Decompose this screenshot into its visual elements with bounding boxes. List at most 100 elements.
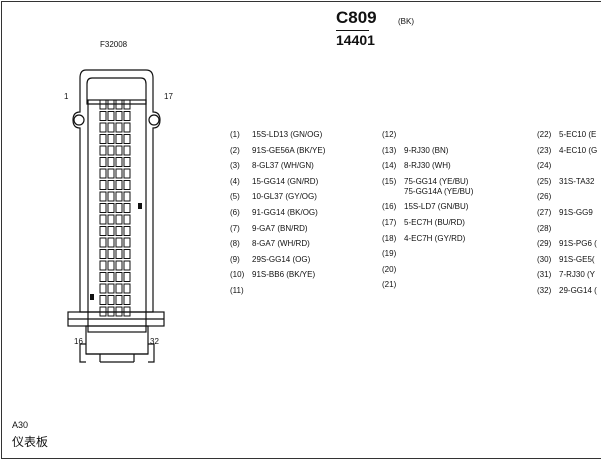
pin-cavity bbox=[123, 237, 131, 248]
pin-row: (23) 4-EC10 (G bbox=[537, 146, 597, 156]
pin-wire: 91S-PG6 ( bbox=[559, 239, 597, 249]
pin-row: (27)91S-GG9 bbox=[537, 208, 593, 218]
pin-number: (21) bbox=[382, 280, 397, 290]
pin-cavity bbox=[115, 191, 123, 202]
pin-row: (14) 8-RJ30 (WH) bbox=[382, 161, 451, 171]
pin-row: (5)10-GL37 (GY/OG) bbox=[230, 192, 317, 202]
pin-row: (31)7-RJ30 (Y bbox=[537, 270, 595, 280]
pin-number: (23) bbox=[537, 145, 552, 155]
pin-label-16: 16 bbox=[74, 337, 83, 346]
pin-cavity bbox=[99, 237, 107, 248]
pin-number: (2) bbox=[230, 145, 240, 155]
pin-number: (15) bbox=[382, 176, 397, 186]
pin-cavity bbox=[107, 191, 115, 202]
pin-cavity bbox=[115, 134, 123, 144]
pin-number: (10) bbox=[230, 270, 245, 280]
pin-cavity bbox=[115, 168, 123, 179]
pin-number: (12) bbox=[382, 130, 397, 139]
pin-cavity bbox=[99, 283, 107, 294]
pin-number: (14) bbox=[382, 161, 397, 171]
pin-number: (19) bbox=[382, 249, 397, 259]
pin-wire: 29-GG14 ( bbox=[559, 286, 597, 295]
pin-row: (20) bbox=[382, 265, 404, 275]
pin-cavity bbox=[115, 260, 123, 271]
pin-cavity bbox=[107, 249, 115, 259]
pin-label-17: 17 bbox=[164, 92, 173, 101]
pin-number: (1) bbox=[230, 130, 240, 139]
pin-row: (19) bbox=[382, 249, 404, 259]
pin-cavity bbox=[123, 191, 131, 202]
pin-key-right bbox=[138, 203, 142, 209]
pin-cavity bbox=[99, 191, 107, 202]
pin-cavity bbox=[115, 226, 123, 236]
pin-cavity bbox=[107, 180, 115, 190]
pin-number: (4) bbox=[230, 176, 240, 186]
pin-cavity bbox=[99, 145, 107, 156]
pin-cavity bbox=[115, 283, 123, 294]
pin-cavities bbox=[99, 99, 131, 317]
pin-cavity bbox=[107, 295, 115, 305]
pin-cavity bbox=[107, 283, 115, 294]
pin-wire: 7-RJ30 (Y bbox=[559, 270, 596, 280]
pin-row: (28) bbox=[537, 224, 559, 234]
pin-cavity bbox=[99, 180, 107, 190]
pin-cavity bbox=[115, 214, 123, 225]
pin-cavity bbox=[107, 99, 115, 110]
pin-cavity bbox=[107, 168, 115, 179]
pin-cavity bbox=[115, 306, 123, 317]
pin-row: (32) 29-GG14 ( bbox=[537, 286, 597, 296]
pin-wire: 75-GG14A (YE/BU) bbox=[404, 186, 474, 196]
pin-key-left bbox=[90, 294, 94, 300]
pin-row: (2)91S-GE56A (BK/YE) bbox=[230, 146, 325, 156]
pin-row: (15)75-GG14 (YE/BU)75-GG14A (YE/BU) bbox=[382, 177, 473, 197]
pin-wire: 91S-GE5( bbox=[559, 254, 595, 264]
pin-cavity bbox=[123, 134, 131, 144]
pin-cavity bbox=[123, 226, 131, 236]
pin-cavity bbox=[99, 134, 107, 144]
connector-title: C809 bbox=[336, 8, 377, 27]
pin-row: (13)9-RJ30 (BN) bbox=[382, 146, 448, 156]
pin-wire: 5-EC7H (BU/RD) bbox=[404, 218, 465, 227]
pin-row: (7)9-GA7 (BN/RD) bbox=[230, 224, 308, 234]
pin-row: (10)91S-BB6 (BK/YE) bbox=[230, 270, 315, 280]
pin-number: (28) bbox=[537, 223, 552, 233]
pin-number: (9) bbox=[230, 254, 240, 264]
pin-cavity bbox=[123, 295, 131, 305]
pin-cavity bbox=[115, 145, 123, 156]
pin-wire: 15S-LD7 (GN/BU) bbox=[404, 202, 469, 212]
pin-wire: 4-EC10 (G bbox=[559, 145, 598, 155]
pin-cavity bbox=[99, 249, 107, 259]
pin-label-32: 32 bbox=[150, 337, 159, 346]
pin-number: (27) bbox=[537, 208, 552, 217]
pin-number: (16) bbox=[382, 202, 397, 212]
location-name: 仪表板 bbox=[12, 435, 49, 449]
pin-cavity bbox=[115, 180, 123, 190]
pin-number: (11) bbox=[230, 286, 244, 295]
pin-wire: 29S-GG14 (OG) bbox=[252, 254, 311, 264]
pin-number: (7) bbox=[230, 223, 240, 233]
pin-cavity bbox=[123, 122, 131, 133]
pin-wire: 8-RJ30 (WH) bbox=[404, 161, 451, 171]
pin-cavity bbox=[123, 180, 131, 190]
pin-cavity bbox=[107, 134, 115, 144]
pin-cavity bbox=[123, 203, 131, 213]
pin-row: (16) 15S-LD7 (GN/BU) bbox=[382, 202, 468, 212]
pin-number: (18) bbox=[382, 233, 397, 243]
pin-cavity bbox=[115, 157, 123, 167]
pin-row: (8)8-GA7 (WH/RD) bbox=[230, 239, 310, 249]
pin-cavity bbox=[107, 237, 115, 248]
pin-number: (32) bbox=[537, 286, 552, 295]
pin-cavity bbox=[99, 111, 107, 121]
pin-number: (5) bbox=[230, 192, 240, 202]
pin-wire: 4-EC7H (GY/RD) bbox=[404, 233, 466, 243]
pin-cavity bbox=[107, 214, 115, 225]
pin-cavity bbox=[107, 272, 115, 282]
pin-cavity bbox=[115, 237, 123, 248]
pin-number: (13) bbox=[382, 145, 397, 155]
pin-row: (25)31S-TA32 bbox=[537, 177, 594, 187]
pin-cavity bbox=[123, 260, 131, 271]
pin-number: (30) bbox=[537, 254, 552, 264]
pin-cavity bbox=[99, 226, 107, 236]
